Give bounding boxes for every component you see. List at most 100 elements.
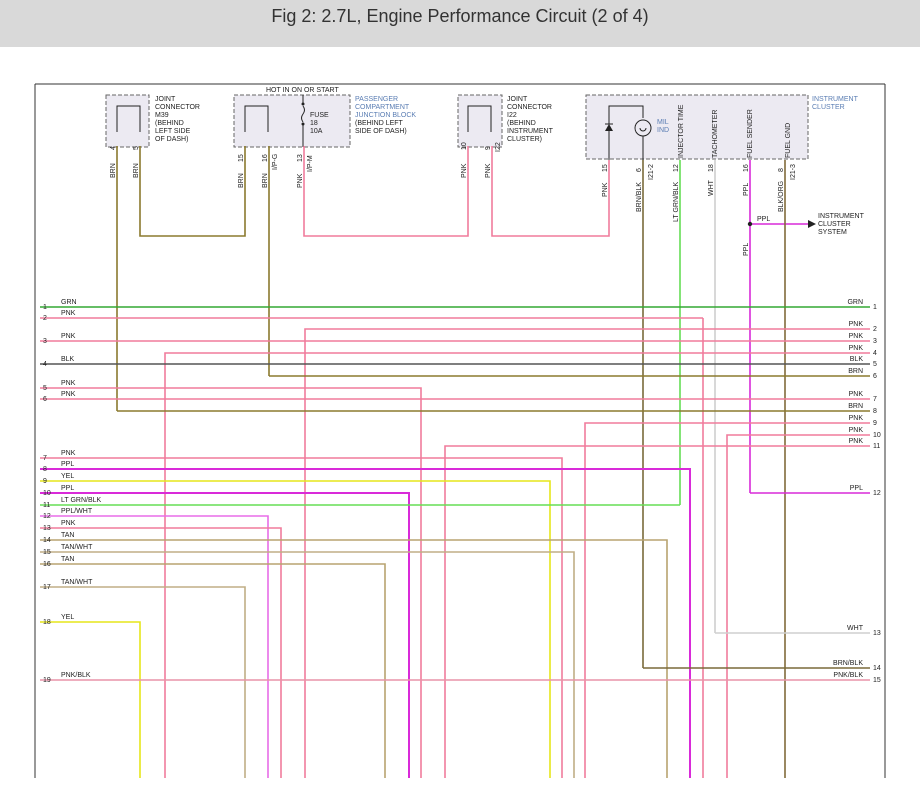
svg-text:GRN: GRN bbox=[847, 299, 863, 306]
svg-text:10A: 10A bbox=[310, 128, 323, 135]
svg-text:WHT: WHT bbox=[847, 625, 864, 632]
svg-text:PNK: PNK bbox=[849, 391, 864, 398]
svg-text:14: 14 bbox=[873, 665, 881, 672]
svg-text:7: 7 bbox=[873, 396, 877, 403]
svg-text:PASSENGER: PASSENGER bbox=[355, 96, 398, 103]
svg-text:9: 9 bbox=[43, 478, 47, 485]
svg-text:TAN/WHT: TAN/WHT bbox=[61, 544, 93, 551]
svg-text:14: 14 bbox=[43, 537, 51, 544]
svg-text:15: 15 bbox=[873, 677, 881, 684]
svg-text:PNK: PNK bbox=[61, 380, 76, 387]
svg-text:BLK: BLK bbox=[850, 356, 864, 363]
svg-text:15: 15 bbox=[602, 164, 609, 172]
joint-connector-i22: JOINT CONNECTOR I22 (BEHIND INSTRUMENT C… bbox=[457, 94, 554, 148]
svg-text:SYSTEM: SYSTEM bbox=[818, 229, 847, 236]
passenger-junction-block: HOT IN ON OR START FUSE 18 10A PASSENGER… bbox=[233, 87, 416, 148]
svg-text:16: 16 bbox=[262, 154, 269, 162]
svg-text:13: 13 bbox=[873, 630, 881, 637]
left-bus-wires bbox=[40, 306, 870, 778]
svg-text:6: 6 bbox=[636, 168, 643, 172]
svg-text:TAN: TAN bbox=[61, 532, 74, 539]
svg-text:10: 10 bbox=[873, 432, 881, 439]
svg-text:8: 8 bbox=[778, 168, 785, 172]
svg-text:INSTRUMENT: INSTRUMENT bbox=[812, 96, 859, 103]
svg-text:1: 1 bbox=[873, 304, 877, 311]
svg-text:M39: M39 bbox=[155, 112, 169, 119]
svg-text:PNK: PNK bbox=[461, 163, 468, 178]
svg-text:TACHOMETER: TACHOMETER bbox=[712, 110, 719, 158]
svg-text:16: 16 bbox=[43, 561, 51, 568]
diode-icon bbox=[605, 124, 613, 131]
svg-text:9: 9 bbox=[485, 146, 492, 150]
svg-text:CLUSTER: CLUSTER bbox=[812, 104, 845, 111]
svg-text:JOINT: JOINT bbox=[155, 96, 176, 103]
svg-text:1: 1 bbox=[43, 304, 47, 311]
svg-text:PNK: PNK bbox=[485, 163, 492, 178]
svg-text:IND: IND bbox=[657, 127, 669, 134]
svg-text:6: 6 bbox=[43, 396, 47, 403]
svg-text:INSTRUMENT: INSTRUMENT bbox=[818, 213, 865, 220]
svg-text:PPL: PPL bbox=[743, 183, 750, 196]
svg-text:WHT: WHT bbox=[708, 179, 715, 196]
svg-text:JOINT: JOINT bbox=[507, 96, 528, 103]
svg-text:YEL: YEL bbox=[61, 473, 74, 480]
svg-text:BRN/BLK: BRN/BLK bbox=[636, 182, 643, 212]
svg-text:13: 13 bbox=[297, 154, 304, 162]
svg-text:INJECTOR TIME: INJECTOR TIME bbox=[678, 104, 685, 158]
svg-text:PPL: PPL bbox=[61, 461, 74, 468]
svg-text:PNK: PNK bbox=[849, 415, 864, 422]
svg-text:JUNCTION BLOCK: JUNCTION BLOCK bbox=[355, 112, 416, 119]
svg-text:15: 15 bbox=[238, 154, 245, 162]
svg-text:CLUSTER: CLUSTER bbox=[818, 221, 851, 228]
svg-text:I/P-M: I/P-M bbox=[307, 155, 314, 172]
svg-text:6: 6 bbox=[873, 373, 877, 380]
svg-text:PNK: PNK bbox=[61, 310, 76, 317]
svg-text:(BEHIND: (BEHIND bbox=[155, 120, 184, 127]
svg-text:3: 3 bbox=[873, 338, 877, 345]
svg-text:3: 3 bbox=[43, 338, 47, 345]
svg-text:PPL: PPL bbox=[757, 216, 770, 223]
svg-text:I21-2: I21-2 bbox=[648, 164, 655, 180]
svg-text:SIDE OF DASH): SIDE OF DASH) bbox=[355, 128, 407, 135]
svg-text:PNK: PNK bbox=[849, 321, 864, 328]
svg-text:12: 12 bbox=[43, 513, 51, 520]
svg-text:OF DASH): OF DASH) bbox=[155, 136, 188, 143]
svg-text:4: 4 bbox=[43, 361, 47, 368]
figure-title: Fig 2: 2.7L, Engine Performance Circuit … bbox=[271, 6, 649, 26]
svg-text:PNK: PNK bbox=[849, 438, 864, 445]
svg-text:BRN: BRN bbox=[110, 163, 117, 178]
svg-text:PNK/BLK: PNK/BLK bbox=[833, 672, 863, 679]
svg-text:18: 18 bbox=[708, 164, 715, 172]
svg-text:(BEHIND: (BEHIND bbox=[507, 120, 536, 127]
svg-text:15: 15 bbox=[43, 549, 51, 556]
svg-text:YEL: YEL bbox=[61, 614, 74, 621]
instrument-cluster: MIL IND INSTRUMENT CLUSTER INJECTOR TIME… bbox=[585, 94, 859, 160]
svg-text:LT GRN/BLK: LT GRN/BLK bbox=[61, 497, 102, 504]
svg-text:PNK: PNK bbox=[61, 520, 76, 527]
svg-text:CONNECTOR: CONNECTOR bbox=[507, 104, 552, 111]
svg-text:TAN/WHT: TAN/WHT bbox=[61, 579, 93, 586]
svg-text:PPL/WHT: PPL/WHT bbox=[61, 508, 93, 515]
svg-text:10: 10 bbox=[461, 142, 468, 150]
svg-text:BLK: BLK bbox=[61, 356, 75, 363]
svg-text:8: 8 bbox=[43, 466, 47, 473]
svg-text:BRN: BRN bbox=[848, 403, 863, 410]
fuse-icon bbox=[301, 105, 305, 123]
svg-text:I/P-G: I/P-G bbox=[272, 154, 279, 170]
svg-text:CLUSTER): CLUSTER) bbox=[507, 136, 542, 143]
svg-text:16: 16 bbox=[743, 164, 750, 172]
figure-title-bar: Fig 2: 2.7L, Engine Performance Circuit … bbox=[0, 0, 920, 47]
svg-text:FUSE: FUSE bbox=[310, 112, 329, 119]
svg-text:5: 5 bbox=[43, 385, 47, 392]
svg-text:PNK: PNK bbox=[297, 173, 304, 188]
svg-text:17: 17 bbox=[43, 584, 51, 591]
svg-text:TAN: TAN bbox=[61, 556, 74, 563]
svg-text:BRN/BLK: BRN/BLK bbox=[833, 660, 863, 667]
svg-text:MIL: MIL bbox=[657, 119, 669, 126]
svg-text:PPL: PPL bbox=[743, 243, 750, 256]
svg-text:BLK/ORG: BLK/ORG bbox=[778, 181, 785, 212]
svg-text:18: 18 bbox=[43, 619, 51, 626]
svg-text:BRN: BRN bbox=[133, 163, 140, 178]
svg-text:4: 4 bbox=[873, 350, 877, 357]
